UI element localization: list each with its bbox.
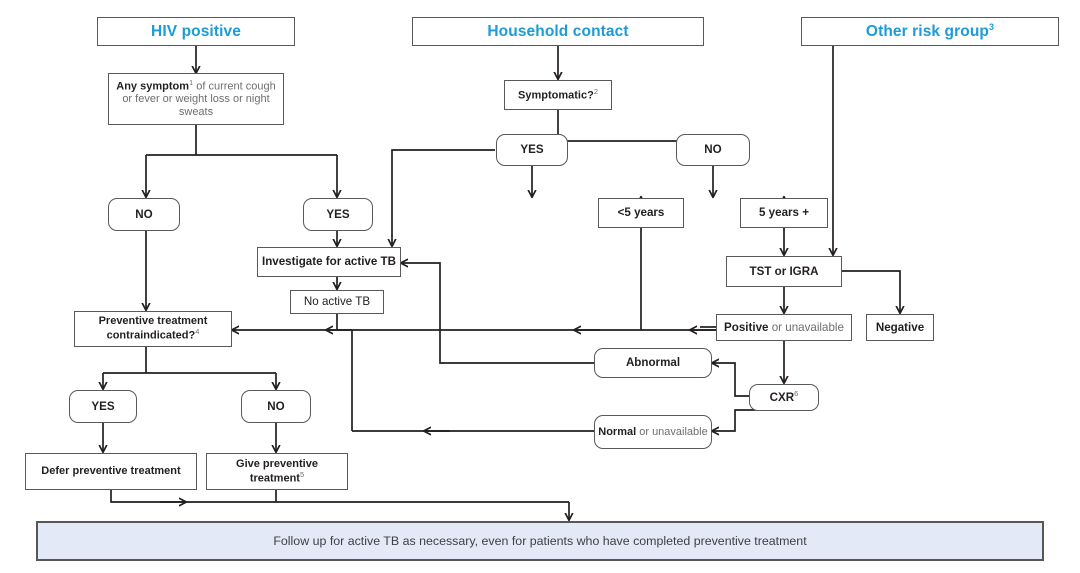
node-normal-or-unavailable[interactable]: Normal or unavailable [594,415,712,449]
node-any-symptom-text: Any symptom1 of current cough or fever o… [116,78,276,119]
node-normal-or-unavailable-text: Normal or unavailable [598,425,708,438]
footnote-marker-5: 5 [299,469,305,479]
node-investigate-active-tb[interactable]: Investigate for active TB [257,247,401,277]
node-cxr[interactable]: CXR6 [749,384,819,411]
node-no-active-tb[interactable]: No active TB [290,290,384,314]
node-tst-or-igra[interactable]: TST or IGRA [726,256,842,287]
banner-follow-up[interactable]: Follow up for active TB as necessary, ev… [36,521,1044,561]
footnote-marker-2: 2 [593,86,598,96]
header-box-hiv-positive[interactable]: HIV positive [97,17,295,46]
node-investigate-active-tb-label: Investigate for active TB [261,255,396,269]
node-hiv-yes[interactable]: YES [303,198,373,231]
node-hiv-yes-label: YES [326,207,350,221]
node-under-5-years[interactable]: <5 years [598,198,684,228]
node-hiv-no[interactable]: NO [108,198,180,231]
node-abnormal[interactable]: Abnormal [594,348,712,378]
node-defer-preventive-treatment[interactable]: Defer preventive treatment [25,453,197,490]
node-under-5-years-label: <5 years [617,206,665,220]
node-symptomatic-text: Symptomatic?2 [518,86,598,102]
header-label-household-contact: Household contact [487,22,629,40]
node-contraindicated-yes-label: YES [91,399,115,413]
node-tst-or-igra-label: TST or IGRA [749,264,819,278]
node-any-symptom[interactable]: Any symptom1 of current cough or fever o… [108,73,284,125]
node-hiv-no-label: NO [135,207,153,221]
node-defer-preventive-treatment-label: Defer preventive treatment [41,465,181,478]
footnote-marker-4: 4 [195,327,200,337]
node-positive-or-unavailable-text: Positive or unavailable [724,320,844,334]
header-label-other-risk-group: Other risk group3 [865,21,995,41]
node-give-preventive-treatment-text: Give preventive treatment5 [236,457,318,485]
node-contraindicated-yes[interactable]: YES [69,390,137,423]
footnote-marker-1: 1 [189,78,194,88]
node-contraindicated-no[interactable]: NO [241,390,311,423]
node-5-years-plus[interactable]: 5 years + [740,198,828,228]
node-preventive-treatment-contraindicated-text: Preventive treatment contraindicated?4 [98,315,208,342]
node-positive-or-unavailable[interactable]: Positive or unavailable [716,314,852,341]
node-household-yes-label: YES [520,143,544,157]
node-household-no-label: NO [704,143,722,157]
footnote-marker-6: 6 [794,389,799,399]
node-symptomatic[interactable]: Symptomatic?2 [504,80,612,110]
node-negative-label: Negative [875,320,925,334]
node-preventive-treatment-contraindicated[interactable]: Preventive treatment contraindicated?4 [74,311,232,347]
header-box-household-contact[interactable]: Household contact [412,17,704,46]
node-no-active-tb-label: No active TB [303,295,371,309]
node-give-preventive-treatment[interactable]: Give preventive treatment5 [206,453,348,490]
node-contraindicated-no-label: NO [267,399,285,413]
node-cxr-text: CXR6 [769,389,799,405]
header-label-hiv-positive: HIV positive [151,22,241,40]
node-abnormal-label: Abnormal [625,356,681,370]
node-negative[interactable]: Negative [866,314,934,341]
node-5-years-plus-label: 5 years + [759,206,809,220]
node-household-no[interactable]: NO [676,134,750,166]
footnote-marker-3: 3 [988,21,995,32]
node-household-yes[interactable]: YES [496,134,568,166]
banner-follow-up-label: Follow up for active TB as necessary, ev… [273,534,807,548]
header-box-other-risk-group[interactable]: Other risk group3 [801,17,1059,46]
